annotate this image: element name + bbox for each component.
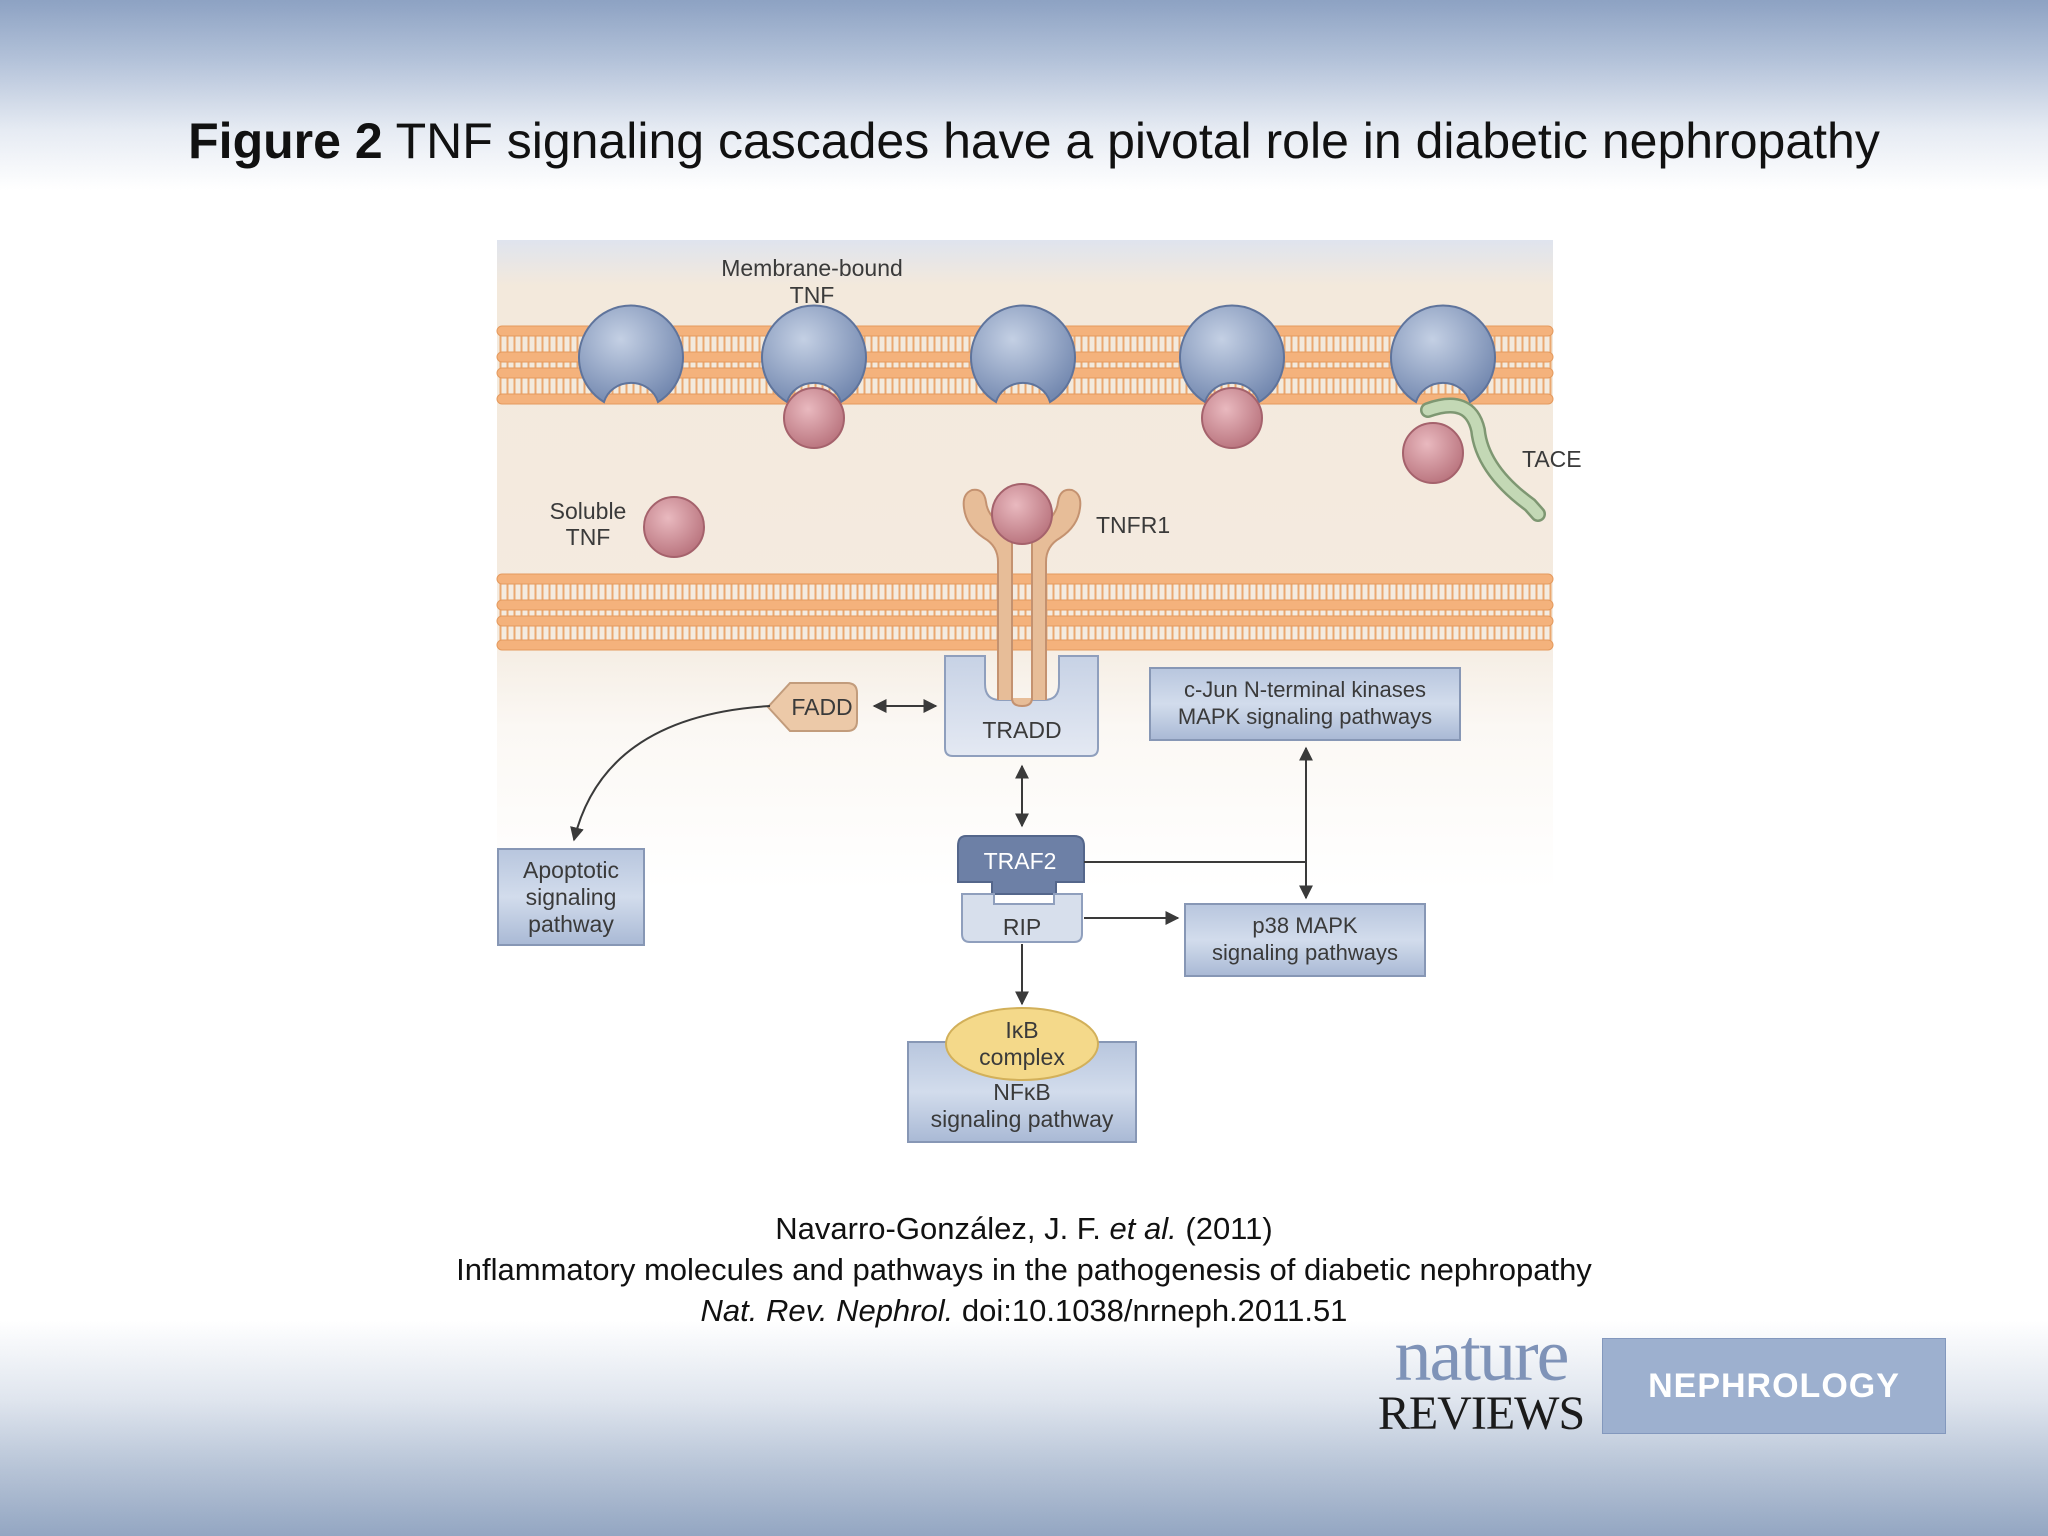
label-soluble: Soluble [550, 498, 627, 524]
label-jnk-line1: c-Jun N-terminal kinases [1184, 677, 1426, 702]
label-apoptotic-line2: signaling [526, 884, 617, 910]
logo-reviews-wordmark: REVIEWS [1377, 1387, 1585, 1440]
citation-journal: Nat. Rev. Nephrol. doi:10.1038/nrneph.20… [0, 1290, 2048, 1331]
membrane-tnf-3 [970, 304, 1076, 404]
label-tace: TACE [1522, 446, 1582, 472]
soluble-tnf-ligand [643, 496, 705, 558]
label-membrane-tnf: TNF [790, 282, 835, 308]
label-ikb-line2: complex [979, 1044, 1065, 1070]
citation-journal-name: Nat. Rev. Nephrol. [700, 1293, 954, 1328]
citation-authors: Navarro-González, J. F. et al. (2011) [0, 1208, 2048, 1249]
tnfr1-receptor [962, 483, 1082, 699]
fadd-apoptosis-arrow [570, 705, 771, 842]
membrane-tnf-1 [578, 304, 684, 404]
label-apoptotic-line3: pathway [528, 911, 614, 937]
label-tradd: TRADD [982, 717, 1061, 743]
label-rip: RIP [1003, 914, 1041, 940]
rip-protein [961, 893, 1083, 943]
label-membrane-bound: Membrane-bound [721, 255, 903, 281]
label-soluble-tnf: TNF [566, 524, 611, 550]
membrane-tnf-4 [1179, 304, 1285, 449]
logo-nature-wordmark: nature [1394, 1315, 1570, 1397]
citation-article-title: Inflammatory molecules and pathways in t… [456, 1252, 1592, 1287]
apoptotic-pathway-box [497, 848, 645, 946]
membrane-tnf-5 [1390, 304, 1496, 404]
bottom-membrane [496, 573, 1554, 651]
label-fadd: FADD [791, 694, 852, 720]
citation-year: (2011) [1185, 1211, 1273, 1246]
figure-number: Figure 2 [188, 113, 383, 169]
label-traf2: TRAF2 [984, 848, 1057, 874]
citation-etal: et al. [1109, 1211, 1177, 1246]
label-p38-line2: signaling pathways [1212, 940, 1398, 965]
label-nfkb-line1: NFκB [993, 1079, 1051, 1105]
citation-doi: doi:10.1038/nrneph.2011.51 [961, 1293, 1348, 1328]
figure-caption: TNF signaling cascades have a pivotal ro… [395, 113, 1880, 169]
label-p38-line1: p38 MAPK [1252, 913, 1357, 938]
cleaved-tnf [1402, 422, 1464, 484]
jnk-pathway-box [1149, 667, 1461, 741]
fadd-adaptor [766, 682, 858, 732]
membrane-tnf-2 [761, 304, 867, 449]
label-ikb-line1: IκB [1005, 1017, 1038, 1043]
logo-nephrology-box: NEPHROLOGY [1602, 1338, 1946, 1434]
label-nfkb-line2: signaling pathway [931, 1106, 1114, 1132]
p38-pathway-box [1184, 903, 1426, 977]
page-title: Figure 2 TNF signaling cascades have a p… [0, 112, 2048, 170]
label-jnk-line2: MAPK signaling pathways [1178, 704, 1432, 729]
citation-author-names: Navarro-González, J. F. [775, 1211, 1101, 1246]
label-tnfr1: TNFR1 [1096, 512, 1170, 538]
label-apoptotic-line1: Apoptotic [523, 857, 619, 883]
logo-nephrology-text: NEPHROLOGY [1648, 1366, 1900, 1405]
ikb-complex [945, 1007, 1099, 1081]
